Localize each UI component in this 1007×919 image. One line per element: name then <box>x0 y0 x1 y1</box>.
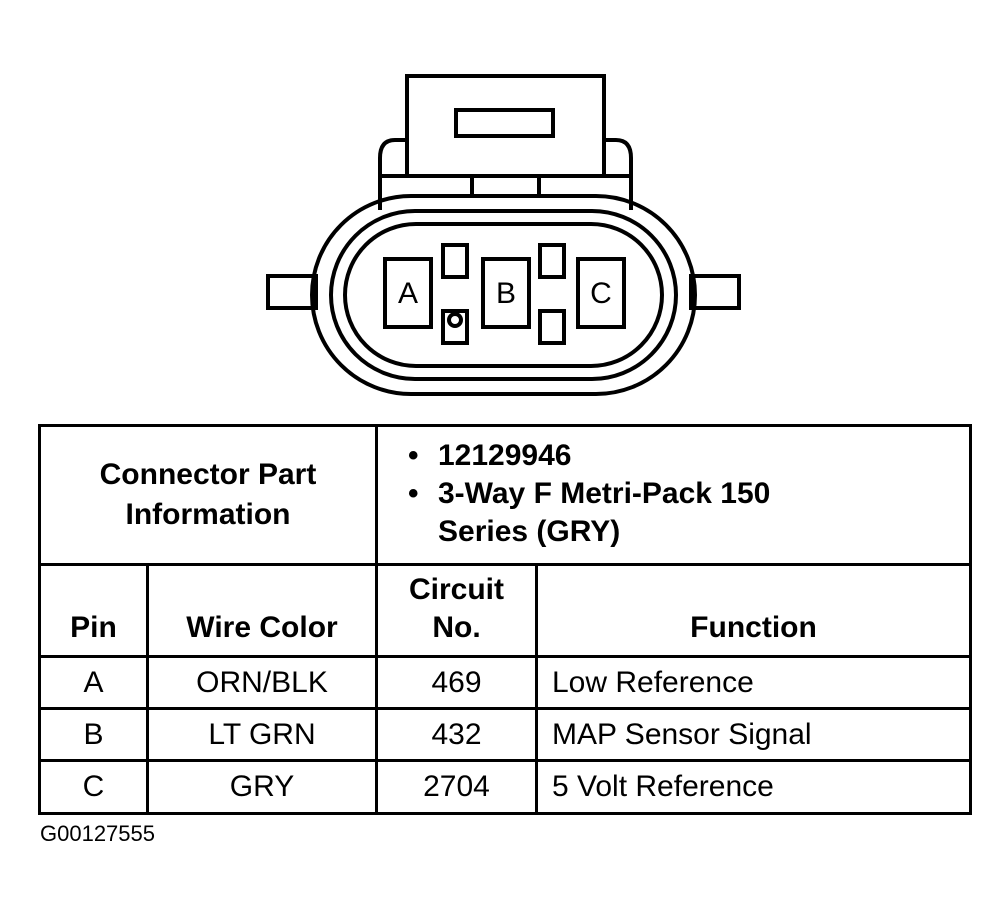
connector-info-table: Connector Part Information 12129946 3-Wa… <box>38 424 972 815</box>
part-number: 12129946 <box>408 437 969 475</box>
function-cell: 5 Volt Reference <box>535 759 972 815</box>
right-ear <box>689 274 741 310</box>
key-top-right <box>538 243 566 279</box>
connector-body-mid <box>329 209 678 381</box>
pin-cell: A <box>38 655 149 710</box>
table-row: C GRY 2704 5 Volt Reference <box>38 759 972 815</box>
wire-color-cell: ORN/BLK <box>146 655 378 710</box>
function-cell: MAP Sensor Signal <box>535 707 972 762</box>
circuit-cell: 469 <box>375 655 538 710</box>
table-row: A ORN/BLK 469 Low Reference <box>38 655 972 710</box>
pin-label-a: A <box>398 277 418 310</box>
key-bottom-left <box>441 309 469 345</box>
table-row: B LT GRN 432 MAP Sensor Signal <box>38 707 972 762</box>
key-top-left <box>441 243 469 279</box>
function-cell: Low Reference <box>535 655 972 710</box>
key-dot <box>447 312 463 328</box>
circuit-cell: 2704 <box>375 759 538 815</box>
header-function: Function <box>535 563 972 658</box>
connector-body-inner <box>343 222 664 368</box>
header-row: Pin Wire Color Circuit No. Function <box>38 563 972 658</box>
pin-cavity-a <box>383 257 433 329</box>
connector-part-info-label: Connector Part Information <box>38 424 378 566</box>
connector-drawing: A B C <box>266 74 741 396</box>
info-label-text: Connector Part Information <box>99 458 317 531</box>
connector-part-info: 12129946 3-Way F Metri-Pack 150 Series (… <box>375 424 972 566</box>
left-ear <box>266 274 318 310</box>
pin-label-c: C <box>590 277 612 310</box>
connector-body-outer <box>310 194 697 396</box>
pin-cell: C <box>38 759 149 815</box>
pin-cell: B <box>38 707 149 762</box>
tab-slot <box>454 108 555 138</box>
key-bottom-right <box>538 309 566 345</box>
figure-id: G00127555 <box>40 821 155 846</box>
header-circuit-no: Circuit No. <box>375 563 538 658</box>
locking-tab <box>405 74 606 178</box>
header-circuit-text: Circuit No. <box>408 573 504 644</box>
header-pin: Pin <box>38 563 149 658</box>
pin-cavity-b <box>481 257 531 329</box>
circuit-cell: 432 <box>375 707 538 762</box>
header-wire-color: Wire Color <box>146 563 378 658</box>
connector-type: 3-Way F Metri-Pack 150 Series (GRY) <box>408 475 778 551</box>
pin-cavity-c <box>576 257 626 329</box>
wire-color-cell: GRY <box>146 759 378 815</box>
wire-color-cell: LT GRN <box>146 707 378 762</box>
pin-label-b: B <box>496 277 516 310</box>
